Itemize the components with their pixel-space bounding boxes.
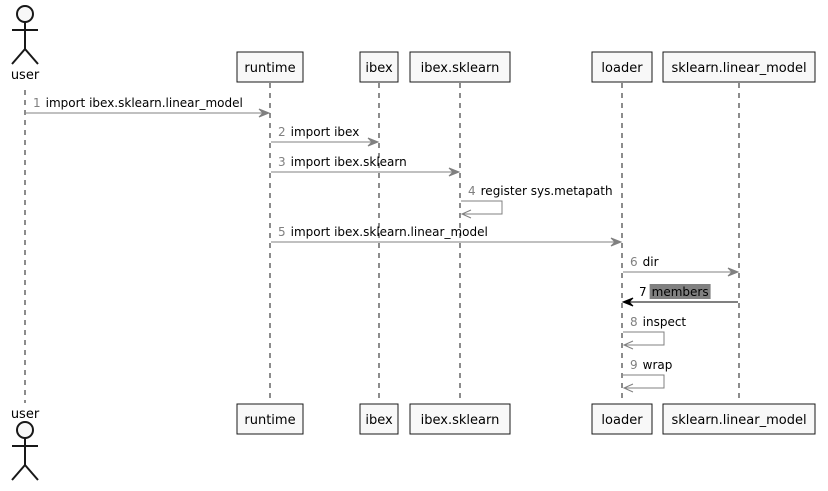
message-number: 8	[630, 315, 638, 329]
message-5: 5 import ibex.sklearn.linear_model	[271, 225, 623, 247]
participant-linear_model-top: sklearn.linear_model	[662, 51, 816, 83]
participant-box	[662, 51, 816, 83]
message-4: 4 register sys.metapath	[460, 184, 613, 219]
participant-linear_model-bottom: sklearn.linear_model	[662, 403, 816, 435]
message-label: wrap	[643, 358, 673, 372]
message-2: 2 import ibex	[271, 125, 380, 147]
participant-runtime-top: runtime	[236, 51, 304, 83]
message-arrow	[623, 331, 665, 346]
participant-box	[236, 51, 304, 83]
message-8: 8 inspect	[622, 315, 687, 350]
actor-name: user	[11, 407, 40, 422]
participant-box	[409, 403, 511, 435]
actor-figure-icon	[11, 421, 39, 481]
participant-name: ibex	[365, 413, 393, 428]
message-3: 3 import ibex.sklearn	[271, 155, 461, 177]
arrowhead-icon	[448, 167, 461, 177]
message-9: 9 wrap	[622, 358, 673, 393]
message-label: members	[652, 285, 709, 299]
participant-name: loader	[601, 61, 643, 76]
message-arrow	[623, 374, 665, 389]
message-number: 7	[639, 285, 647, 299]
arrowhead-icon	[258, 108, 271, 118]
participant-box	[359, 403, 399, 435]
participant-box	[236, 403, 304, 435]
participant-box	[359, 51, 399, 83]
actor-name: user	[11, 68, 40, 83]
participant-loader-top: loader	[591, 51, 653, 83]
participant-runtime-bottom: runtime	[236, 403, 304, 435]
message-label: import ibex.sklearn	[291, 155, 407, 169]
arrowhead-icon	[622, 383, 634, 393]
participant-name: runtime	[244, 413, 295, 428]
participant-box	[591, 403, 653, 435]
message-label: import ibex	[291, 125, 360, 139]
message-number: 6	[630, 255, 638, 269]
participant-ibex-bottom: ibex	[359, 403, 399, 435]
message-label: register sys.metapath	[481, 184, 613, 198]
message-label-highlight	[649, 284, 711, 299]
message-number: 2	[278, 125, 286, 139]
actor-user-top: user	[11, 5, 40, 83]
participant-name: sklearn.linear_model	[671, 61, 806, 76]
message-label: inspect	[643, 315, 687, 329]
arrowhead-icon	[610, 237, 623, 247]
participant-name: ibex.sklearn	[421, 61, 500, 76]
message-number: 5	[278, 225, 286, 239]
message-number: 3	[278, 155, 286, 169]
message-arrow	[461, 200, 503, 215]
participant-name: sklearn.linear_model	[671, 413, 806, 428]
message-6: 6 dir	[623, 255, 740, 277]
participant-name: loader	[601, 413, 643, 428]
message-7: 7 members	[621, 284, 738, 307]
arrowhead-icon	[622, 340, 634, 350]
participant-ibex_sklearn-bottom: ibex.sklearn	[409, 403, 511, 435]
arrowhead-icon	[367, 137, 380, 147]
message-number: 4	[468, 184, 476, 198]
actor-figure-icon	[11, 5, 39, 65]
message-number: 1	[33, 96, 41, 110]
arrowhead-icon	[460, 209, 472, 219]
message-number: 9	[630, 358, 638, 372]
message-label: import ibex.sklearn.linear_model	[291, 225, 488, 239]
arrowhead-icon	[621, 297, 634, 307]
participant-name: ibex	[365, 61, 393, 76]
message-label: dir	[643, 255, 659, 269]
participant-ibex-top: ibex	[359, 51, 399, 83]
participant-box	[591, 51, 653, 83]
participant-name: ibex.sklearn	[421, 413, 500, 428]
participant-box	[409, 51, 511, 83]
participant-loader-bottom: loader	[591, 403, 653, 435]
participant-name: runtime	[244, 61, 295, 76]
arrowhead-icon	[727, 267, 740, 277]
participant-ibex_sklearn-top: ibex.sklearn	[409, 51, 511, 83]
message-1: 1 import ibex.sklearn.linear_model	[26, 96, 271, 118]
actor-user-bottom: user	[11, 407, 40, 481]
message-label: import ibex.sklearn.linear_model	[46, 96, 243, 110]
participant-box	[662, 403, 816, 435]
